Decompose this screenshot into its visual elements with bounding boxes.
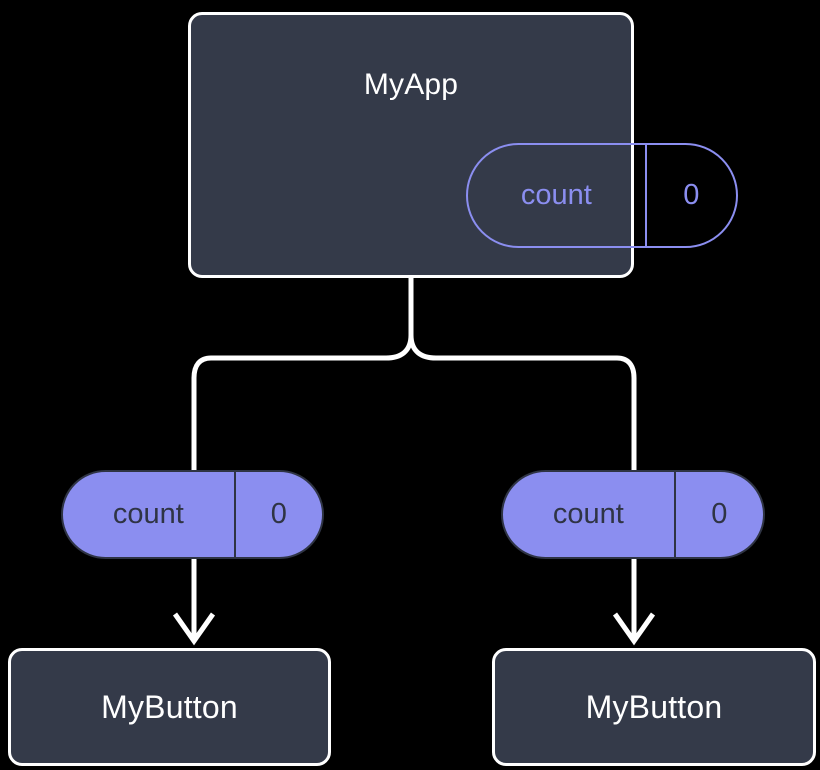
state-pill-key: count bbox=[520, 179, 592, 211]
state-pill-value: 0 bbox=[683, 179, 700, 211]
prop-pill-key: count bbox=[552, 498, 624, 530]
prop-pill-divider bbox=[233, 472, 236, 557]
component-label-mybutton: MyButton bbox=[101, 689, 238, 725]
component-label-myapp: MyApp bbox=[363, 68, 459, 101]
state-pill-divider bbox=[644, 145, 647, 246]
state-pill-myapp-count[interactable]: count 0 bbox=[466, 143, 738, 248]
component-node-mybutton-left[interactable]: MyButton bbox=[8, 648, 331, 766]
prop-pill-right-count[interactable]: count 0 bbox=[501, 470, 765, 559]
component-label-mybutton: MyButton bbox=[585, 689, 723, 725]
prop-pill-divider bbox=[673, 472, 676, 557]
prop-pill-key: count bbox=[112, 498, 184, 530]
prop-pill-value: 0 bbox=[270, 498, 287, 530]
prop-pill-left-count[interactable]: count 0 bbox=[61, 470, 324, 559]
prop-pill-value: 0 bbox=[711, 498, 728, 530]
component-node-mybutton-right[interactable]: MyButton bbox=[492, 648, 816, 766]
component-node-myapp[interactable]: MyApp count 0 bbox=[188, 12, 738, 278]
